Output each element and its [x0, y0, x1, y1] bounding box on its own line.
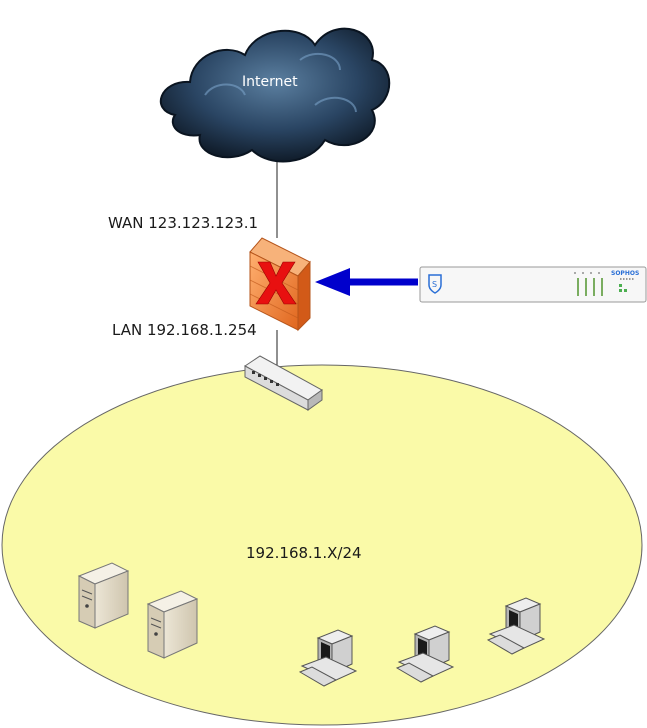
lan-ip-label: LAN 192.168.1.254 — [112, 321, 257, 339]
svg-text:S: S — [432, 280, 437, 289]
arrow-icon — [315, 268, 418, 296]
server-icon — [77, 562, 130, 629]
server-icon — [146, 590, 199, 659]
workstation-icon — [298, 629, 358, 687]
internet-label: Internet — [242, 74, 298, 90]
sophos-appliance-icon: S SOPHOS — [419, 266, 647, 303]
subnet-label: 192.168.1.X/24 — [246, 544, 362, 562]
x-mark-icon — [255, 261, 297, 305]
wan-ip-label: WAN 123.123.123.1 — [108, 214, 258, 232]
workstation-icon — [395, 625, 455, 683]
cloud-icon — [159, 27, 391, 163]
workstation-icon — [486, 597, 546, 655]
sophos-brand-label: SOPHOS — [611, 270, 639, 277]
switch-icon — [244, 355, 323, 411]
